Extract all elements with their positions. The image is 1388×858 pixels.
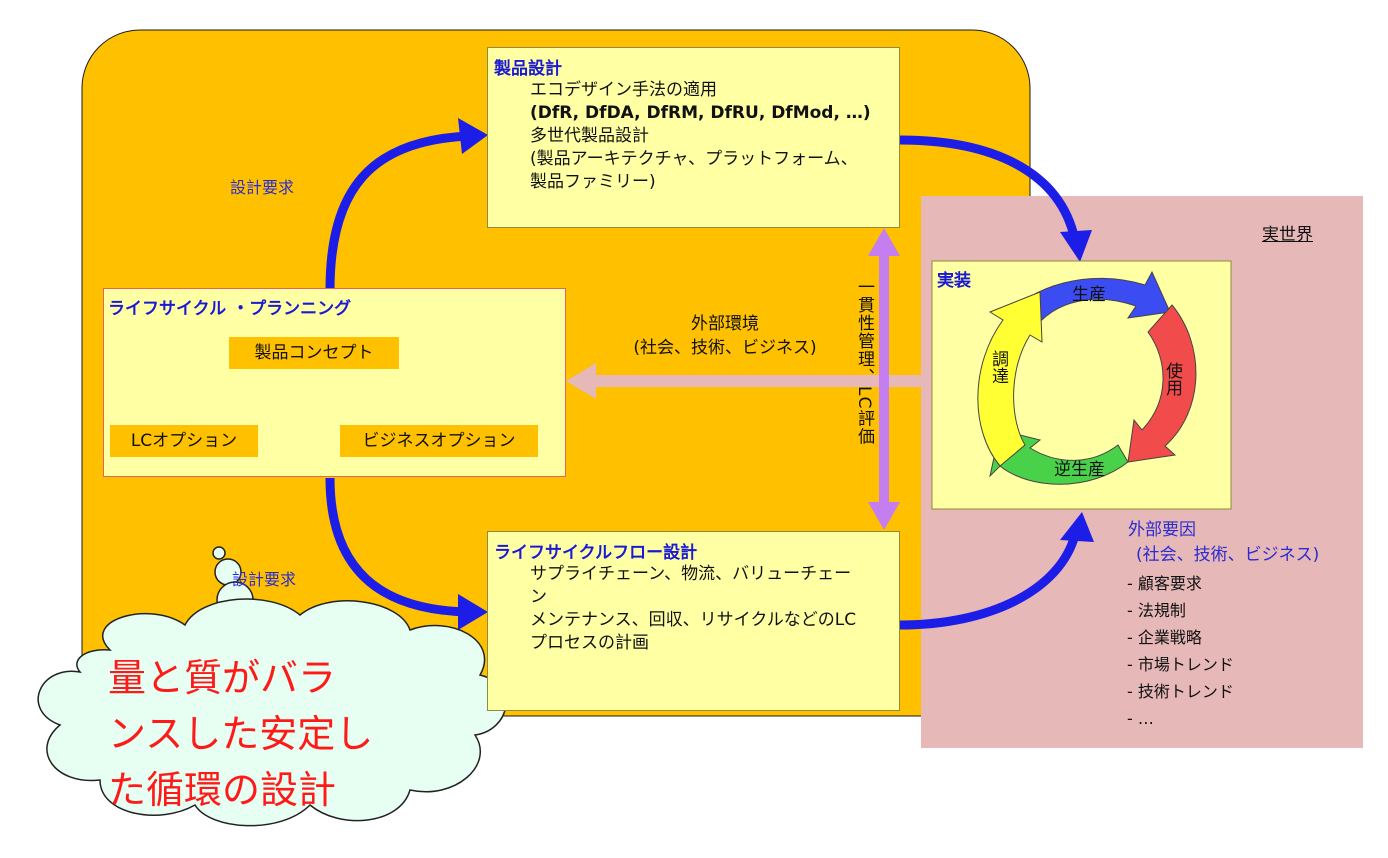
cycle-reverse-production-label: 逆生産 (1054, 460, 1105, 480)
lifecycle-flow-line-4: プロセスの計画 (530, 633, 649, 653)
cycle-use-arrow (1127, 304, 1197, 463)
product-design-line-2: (DfR, DfDA, DfRM, DfRU, DfMod, …) (530, 103, 871, 123)
product-design-line-1: エコデザイン手法の適用 (530, 80, 717, 100)
external-environment-line-1: 外部環境 (691, 314, 759, 334)
purple-arrowhead-top (868, 228, 900, 256)
external-environment-line-2: (社会、技術、ビジネス) (633, 338, 817, 358)
blue-arrow-top-right (899, 135, 1080, 241)
external-factor-item: - 企業戦略 (1127, 628, 1202, 647)
pink-arrow-shaft (592, 375, 922, 387)
external-factor-item: - 市場トレンド (1127, 655, 1234, 674)
design-requirement-bottom-label: 設計要求 (232, 570, 297, 589)
cloud-text: 量と質がバラ ンスした安定し た循環の設計 (108, 650, 373, 818)
cycle-procurement-arrow (977, 291, 1043, 467)
lifecycle-flow-line-2: ン (530, 587, 547, 607)
product-design-title: 製品設計 (494, 59, 562, 79)
product-design-line-4: (製品アーキテクチャ、プラットフォーム、 (530, 149, 858, 169)
blue-arrowhead-top-left (458, 118, 488, 154)
blue-arrow-bottom-right (899, 533, 1080, 630)
purple-arrowhead-bottom (868, 502, 900, 530)
external-factors-subtitle: (社会、技術、ビジネス) (1136, 545, 1320, 565)
external-factor-item: - 法規制 (1127, 601, 1186, 620)
external-factors-title: 外部要因 (1128, 520, 1196, 540)
external-environment-label: 外部環境 (社会、技術、ビジネス) (600, 312, 850, 360)
design-requirement-top-label: 設計要求 (230, 178, 295, 197)
product-design-line-5: 製品ファミリー) (530, 172, 656, 192)
lifecycle-flow-line-3: メンテナンス、回収、リサイクルなどのLC (530, 610, 857, 630)
implementation-title: 実装 (937, 271, 971, 291)
lifecycle-planning-title: ライフサイクル ・プランニング (108, 299, 352, 319)
external-factors-list: - 顧客要求 - 法規制 - 企業戦略 - 市場トレンド - 技術トレンド - … (1127, 570, 1234, 732)
external-factor-item: - 顧客要求 (1127, 574, 1202, 593)
lifecycle-flow-line-1: サプライチェーン、物流、バリューチェー (530, 564, 852, 584)
cycle-production-label: 生産 (1072, 285, 1106, 305)
cloud-text-line-3: た循環の設計 (108, 768, 337, 812)
cycle-use-label: 使用 (1162, 362, 1182, 396)
cycle-diagram (977, 270, 1197, 485)
lc-option-label: LCオプション (110, 425, 258, 457)
external-factor-item: - 技術トレンド (1127, 682, 1234, 701)
blue-arrow-top-left (325, 131, 471, 291)
blue-arrowhead-bottom-right (1060, 512, 1094, 542)
thought-bubble-small (212, 546, 226, 560)
consistency-lc-evaluation-label: 一貫性管理、LC評価 (854, 278, 874, 446)
product-design-box: 製品設計 エコデザイン手法の適用 (DfR, DfDA, DfRM, DfRU,… (487, 47, 900, 228)
external-factor-item: - … (1127, 709, 1154, 728)
cycle-procurement-label: 調達 (988, 350, 1008, 384)
business-option-label: ビジネスオプション (340, 425, 538, 457)
cloud-text-line-1: 量と質がバラ (108, 656, 337, 700)
cloud-text-line-2: ンスした安定し (108, 712, 374, 756)
product-design-line-3: 多世代製品設計 (530, 126, 649, 146)
blue-arrowhead-top-right (1060, 230, 1092, 262)
product-concept-label: 製品コンセプト (229, 337, 399, 369)
pink-arrowhead (566, 363, 596, 399)
cloud-shape (37, 598, 507, 827)
lifecycle-flow-design-title: ライフサイクルフロー設計 (494, 543, 698, 563)
blue-arrowhead-bottom-left (458, 594, 488, 630)
real-world-label: 実世界 (1262, 225, 1313, 245)
lifecycle-flow-design-box: ライフサイクルフロー設計 サプライチェーン、物流、バリューチェー ン メンテナン… (487, 531, 900, 711)
purple-arrow-shaft (879, 250, 889, 510)
blue-arrow-bottom-left (325, 477, 469, 617)
